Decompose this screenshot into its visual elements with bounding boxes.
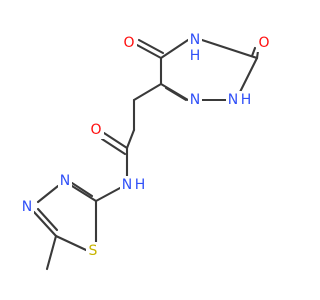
oxygen-label: O <box>90 122 101 138</box>
nitrogen-label: N <box>190 32 200 48</box>
oxygen-label: O <box>258 35 269 51</box>
carbonyl-bond <box>255 49 260 60</box>
chain-bond <box>132 82 163 102</box>
ring-bond <box>159 38 190 60</box>
nitrogen-label: N <box>190 92 200 108</box>
ring-double-bond <box>70 184 98 203</box>
hydrogen-label: H <box>135 177 146 193</box>
hydrogen-label: H <box>241 92 252 108</box>
atom-o-amide: O <box>88 121 104 139</box>
nitrogen-label: N <box>22 199 32 215</box>
ring-double-bond <box>32 210 58 238</box>
atom-n-thiadiazole-lower: N <box>20 198 34 216</box>
atom-n-thiadiazole-upper: N <box>58 172 72 190</box>
atom-n-ring-left: N <box>188 91 202 109</box>
atom-o-ring-right: O <box>256 34 272 52</box>
chain-bond <box>125 128 136 150</box>
amide-n-ring-bond <box>94 186 122 203</box>
ring-double-bond <box>164 86 188 102</box>
atom-n-amide: N H <box>120 176 146 194</box>
methyl-bond <box>45 234 58 271</box>
nitrogen-label: N <box>60 173 70 189</box>
ring-bond <box>36 184 60 204</box>
ring-bond <box>54 234 88 252</box>
nitrogen-label: N <box>122 177 132 193</box>
hydrogen-label: H <box>190 48 201 64</box>
atom-label-layer: O O N H N H N O N H <box>20 31 272 260</box>
carbonyl-bond <box>250 46 257 58</box>
atom-n-ring-nh-right: N H <box>226 91 253 109</box>
atom-o-ring-left: O <box>121 34 137 52</box>
carbonyl-bond <box>100 137 127 156</box>
atom-s-thiadiazole: S <box>86 242 100 260</box>
ring-double-bond <box>70 181 94 198</box>
sulfur-label: S <box>89 243 98 259</box>
ring-bond <box>200 38 259 60</box>
bond-layer <box>32 38 260 271</box>
nitrogen-label: N <box>228 92 238 108</box>
carbonyl-bond <box>135 43 163 60</box>
carbonyl-bond <box>102 131 129 150</box>
atom-n-ring-nh-top: N H <box>188 31 202 64</box>
molecule-diagram: O O N H N H N O N H <box>20 31 272 271</box>
ring-bond <box>238 56 259 94</box>
carbonyl-bond <box>137 38 165 55</box>
ring-double-bond <box>36 207 59 232</box>
oxygen-label: O <box>123 35 134 51</box>
